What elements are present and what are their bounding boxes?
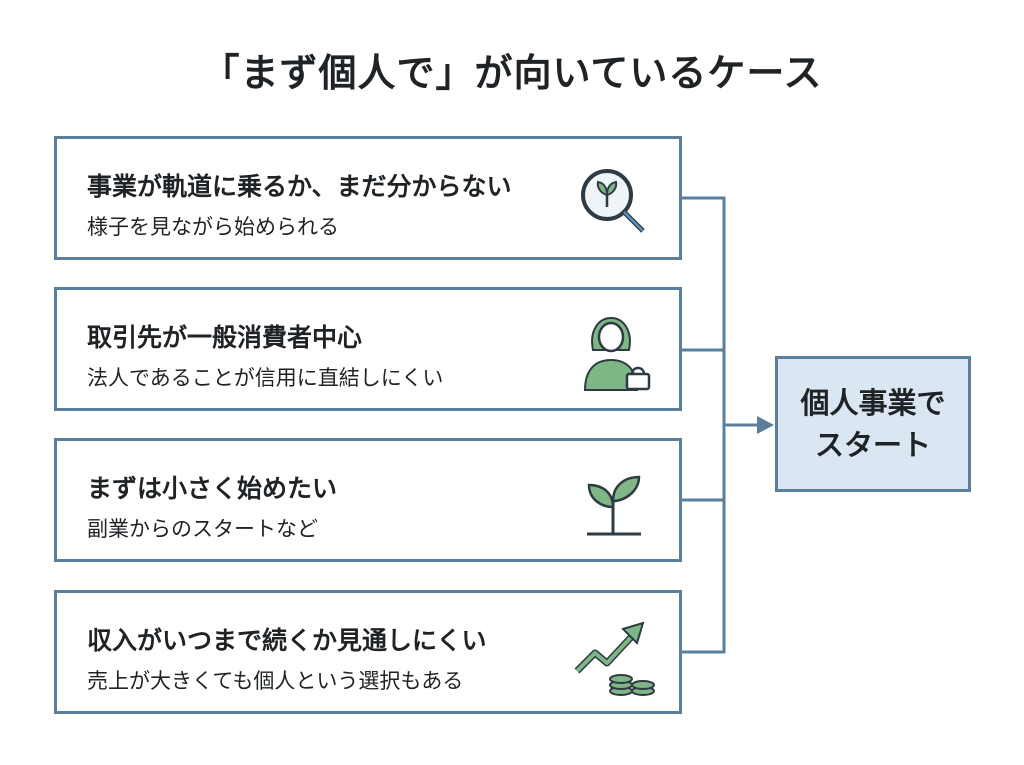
result-line-2: スタート [814, 428, 931, 462]
diagram-title: 「まず個人で」が向いているケース [201, 51, 823, 95]
case-heading: 事業が軌道に乗るか、まだ分からない [87, 172, 512, 201]
case-card-3: まずは小さく始めたい 副業からのスタートなど [54, 438, 682, 562]
arrow-head [757, 416, 774, 434]
growth-arrow-coins-icon [574, 621, 655, 696]
case-subtext: 様子を見ながら始められる [87, 215, 339, 239]
magnifier-sprout-icon [581, 169, 645, 233]
case-subtext: 売上が大きくても個人という選択もある [87, 669, 464, 693]
case-card-2: 取引先が一般消費者中心 法人であることが信用に直結しにくい [54, 287, 682, 411]
case-card-1: 事業が軌道に乗るか、まだ分からない 様子を見ながら始められる [54, 136, 682, 260]
case-heading: 収入がいつまで続くか見通しにくい [87, 626, 487, 655]
result-line-1: 個人事業で [800, 385, 946, 420]
case-card-4: 収入がいつまで続くか見通しにくい 売上が大きくても個人という選択もある [54, 590, 682, 714]
shopper-woman-icon [583, 316, 651, 391]
sprout-icon [587, 475, 641, 536]
case-heading: 取引先が一般消費者中心 [87, 323, 363, 352]
case-heading: まずは小さく始めたい [87, 474, 338, 503]
case-subtext: 副業からのスタートなど [87, 517, 318, 541]
case-subtext: 法人であることが信用に直結しにくい [87, 366, 444, 390]
result-box: 個人事業で スタート [775, 356, 971, 492]
